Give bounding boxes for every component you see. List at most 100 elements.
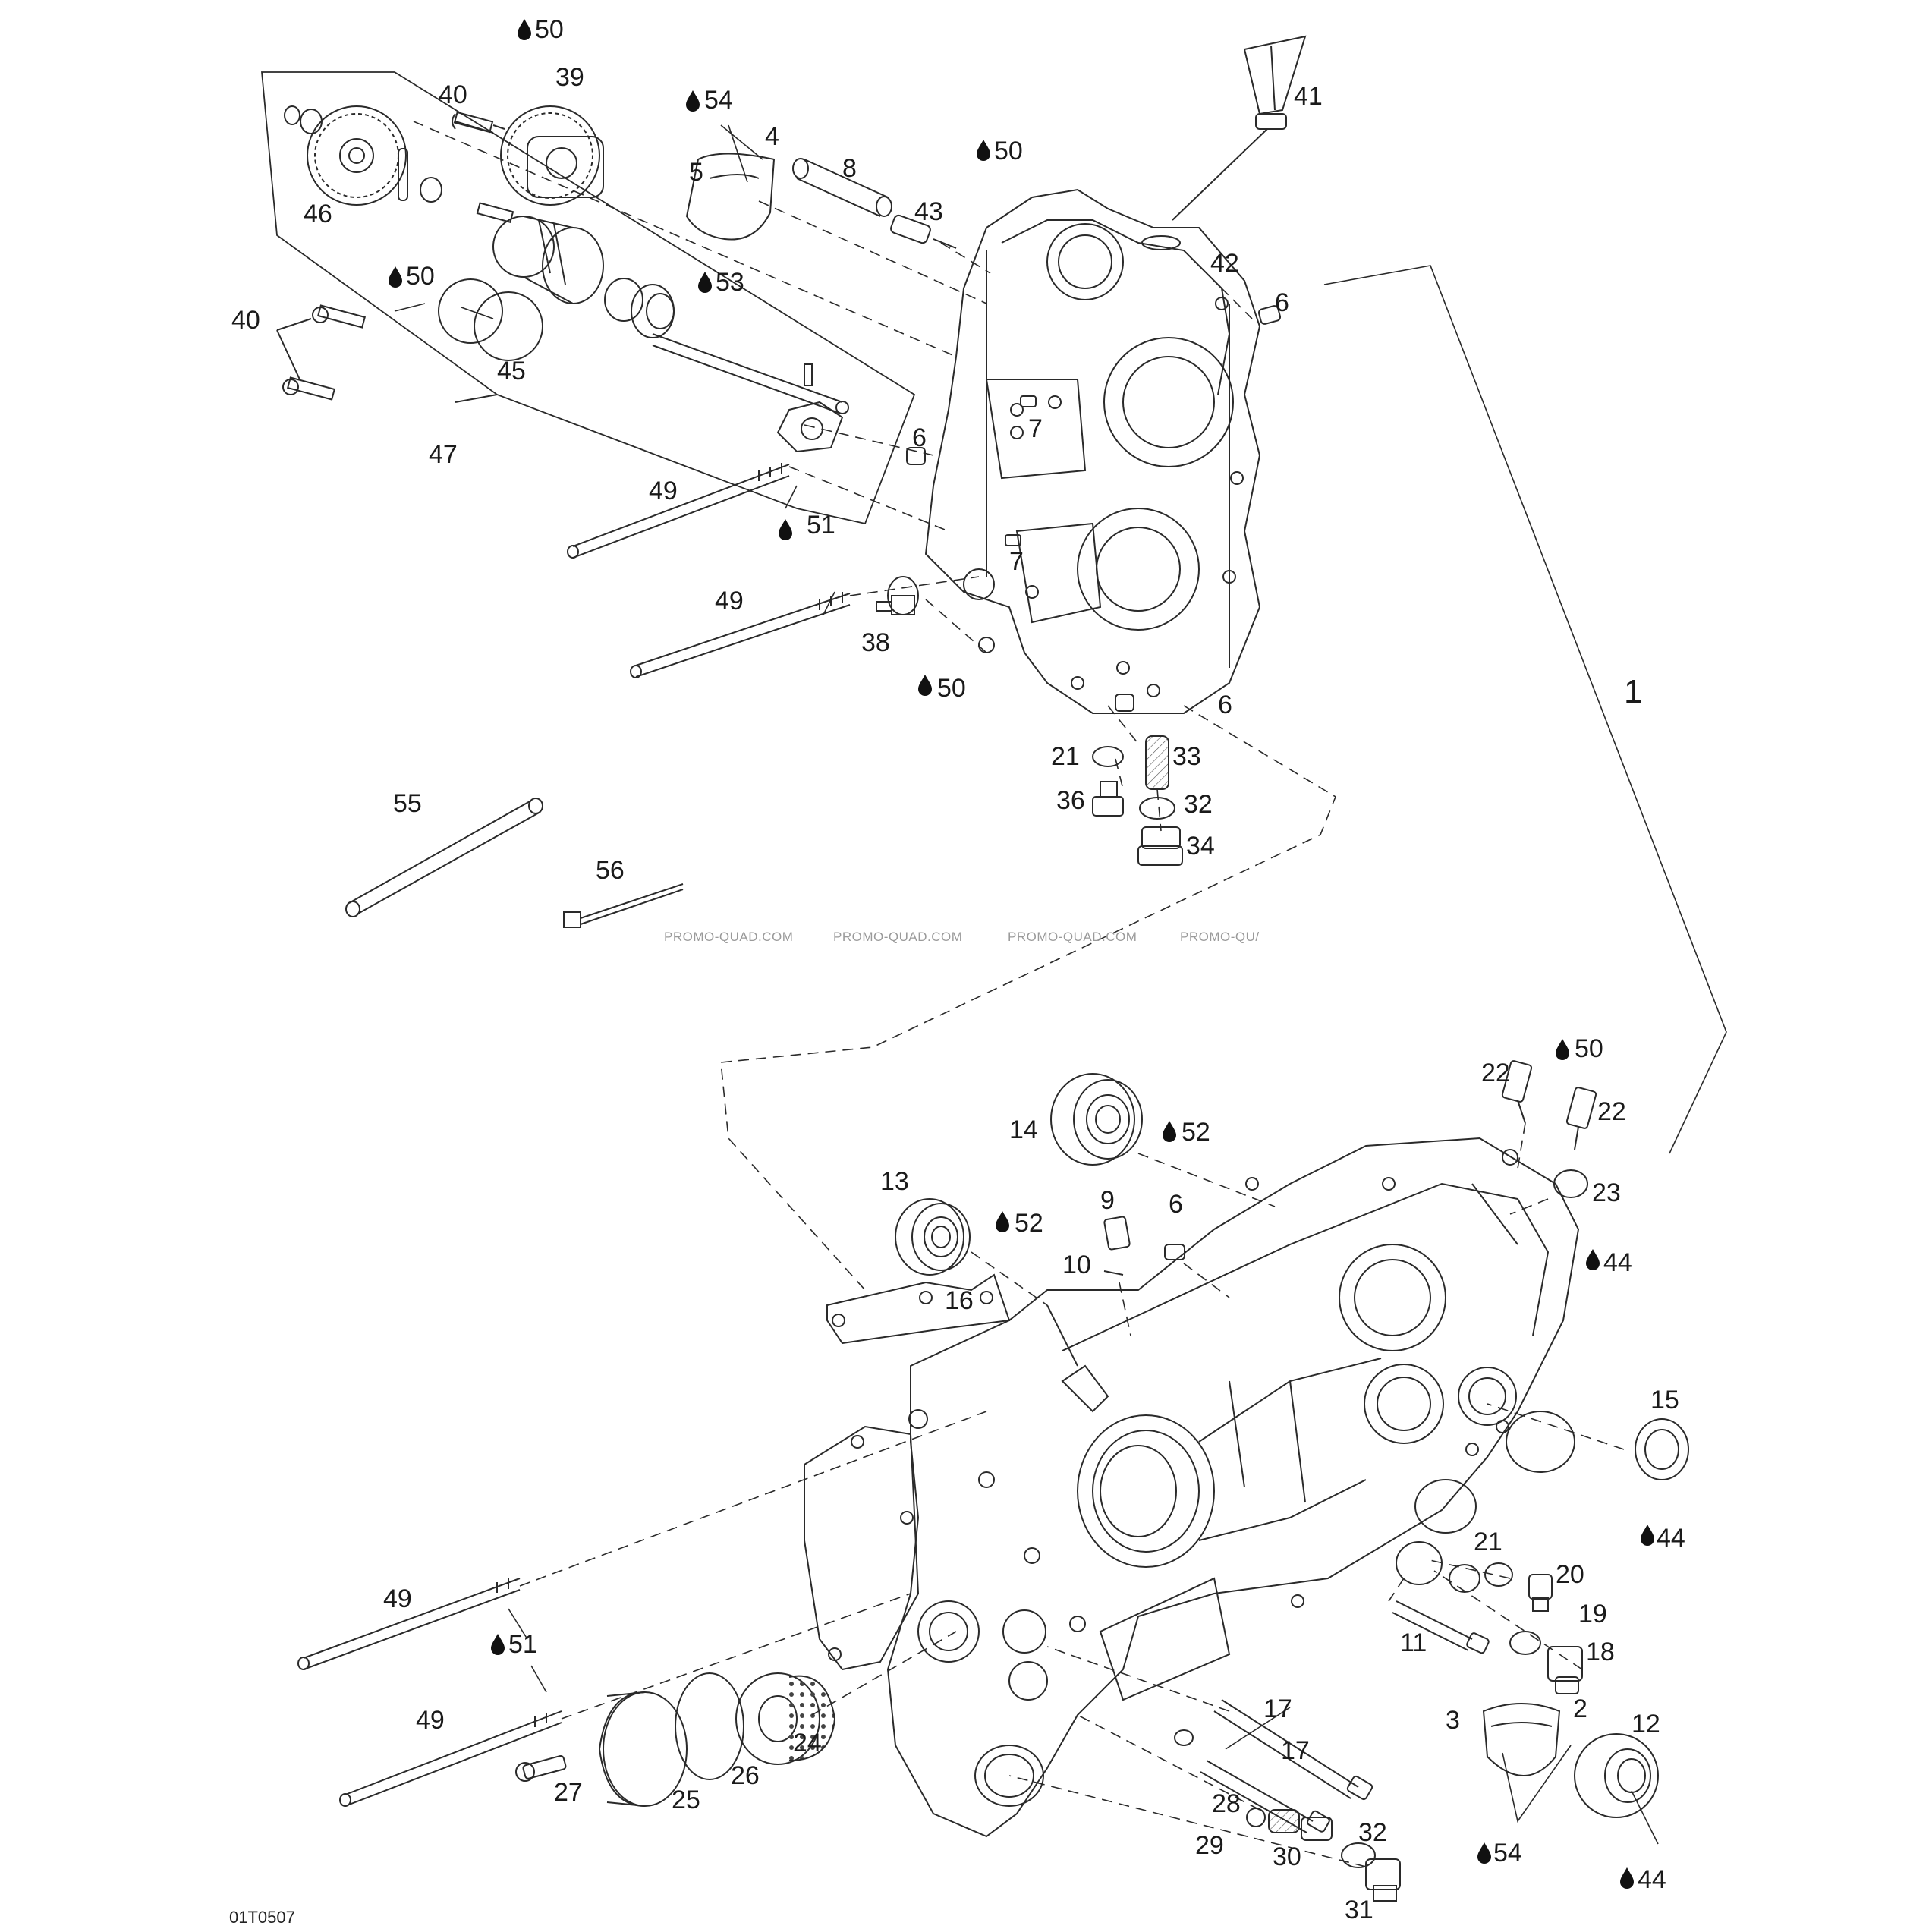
label-18: 18 (1586, 1638, 1615, 1666)
label-5: 5 (689, 158, 703, 187)
label-38: 38 (861, 628, 890, 657)
label-46: 46 (304, 200, 332, 228)
oil-drop-icon (1556, 1039, 1569, 1060)
label-27: 27 (554, 1778, 583, 1807)
label-53: 53 (716, 268, 744, 297)
oil-drop-icon (779, 519, 792, 540)
watermark-text: PROMO-QUAD.COM (1008, 930, 1137, 944)
plug-20 (1529, 1575, 1552, 1611)
label-32: 32 (1358, 1818, 1387, 1847)
label-19: 19 (1578, 1600, 1607, 1628)
sensor-38 (876, 577, 918, 615)
label-30: 30 (1273, 1842, 1301, 1871)
label-33: 33 (1172, 742, 1201, 771)
strainer-24 (736, 1673, 835, 1764)
stud-49c (304, 1578, 520, 1669)
oil-drop-icon (698, 272, 712, 293)
label-22: 22 (1597, 1097, 1626, 1126)
label-54: 54 (704, 86, 733, 115)
bolt-17a (1214, 1700, 1358, 1798)
label-47: 47 (429, 440, 458, 469)
seal-15 (1635, 1419, 1688, 1480)
seal-53 (631, 285, 674, 338)
label-6: 6 (912, 423, 927, 452)
label-52: 52 (1182, 1118, 1210, 1147)
ball-28 (1247, 1808, 1265, 1827)
label-16: 16 (945, 1286, 974, 1315)
spring-29 (1269, 1810, 1299, 1833)
screw-22b (1566, 1087, 1597, 1150)
stud-49a (573, 464, 789, 558)
side-gasket (804, 1427, 918, 1669)
lower-crankcase (888, 1138, 1578, 1836)
watermark-text: PROMO-QUAD.COM (664, 930, 794, 944)
label-56: 56 (596, 856, 625, 885)
diagram-code: 01T0507 (229, 1908, 295, 1927)
o-ring-45b (474, 292, 543, 360)
label-45: 45 (497, 357, 526, 385)
seal-23 (1554, 1170, 1587, 1197)
bearing-13 (895, 1199, 970, 1275)
label-22: 22 (1481, 1059, 1510, 1087)
label-49: 49 (383, 1584, 412, 1613)
gear-46 (285, 106, 442, 205)
label-10: 10 (1062, 1251, 1091, 1279)
label-7: 7 (1009, 547, 1024, 576)
label-17: 17 (1263, 1694, 1292, 1723)
label-13: 13 (880, 1167, 909, 1196)
label-49: 49 (416, 1706, 445, 1735)
label-49: 49 (715, 587, 744, 615)
label-40: 40 (439, 80, 467, 109)
label-4: 4 (765, 122, 779, 151)
bushing-3-2 (1484, 1704, 1559, 1776)
label-21: 21 (1474, 1528, 1502, 1556)
label-49: 49 (649, 477, 678, 505)
oil-drop-icon (1477, 1842, 1491, 1864)
label-54: 54 (1493, 1839, 1522, 1867)
label-28: 28 (1212, 1789, 1241, 1818)
label-2: 2 (1573, 1694, 1587, 1723)
watermark-text: PROMO-QU/ (1180, 930, 1260, 944)
label-24: 24 (793, 1729, 822, 1757)
pump-housing (493, 216, 603, 304)
label-51: 51 (807, 511, 835, 540)
label-23: 23 (1592, 1178, 1621, 1207)
oil-drop-icon (1586, 1249, 1600, 1270)
o-ring-42 (1142, 236, 1180, 250)
spring-33 (1146, 736, 1169, 789)
tube-55 (349, 801, 540, 914)
label-50: 50 (406, 262, 435, 291)
oil-drop-icon (1641, 1525, 1654, 1546)
oil-drop-icon (1620, 1867, 1634, 1889)
gear-39 (501, 106, 603, 205)
label-3: 3 (1446, 1706, 1460, 1735)
label-12: 12 (1632, 1710, 1660, 1738)
label-43: 43 (914, 197, 943, 226)
label-17: 17 (1281, 1736, 1310, 1765)
plug-34 (1138, 827, 1182, 865)
washer-19 (1510, 1632, 1540, 1654)
label-55: 55 (393, 789, 422, 818)
stud-49d (345, 1711, 562, 1806)
oil-drop-icon (389, 266, 402, 288)
cover-25 (599, 1692, 687, 1806)
label-50: 50 (994, 137, 1023, 165)
label-6: 6 (1275, 288, 1289, 317)
label-1: 1 (1624, 673, 1643, 710)
oil-drop-icon (1163, 1121, 1176, 1142)
label-29: 29 (1195, 1831, 1224, 1860)
o-ring-45a (439, 279, 502, 343)
washer-21b (1485, 1563, 1512, 1586)
label-50: 50 (1575, 1034, 1603, 1063)
gasket-16 (827, 1275, 1009, 1343)
part-30 (1301, 1817, 1332, 1840)
plug-18 (1548, 1647, 1582, 1694)
pump-shaft (653, 334, 842, 414)
oil-drop-icon (518, 19, 531, 40)
stud-49b (636, 593, 850, 677)
plug-31 (1366, 1859, 1400, 1901)
label-44: 44 (1638, 1865, 1666, 1894)
washer-32b (1342, 1843, 1375, 1867)
gasket-26 (675, 1673, 744, 1779)
